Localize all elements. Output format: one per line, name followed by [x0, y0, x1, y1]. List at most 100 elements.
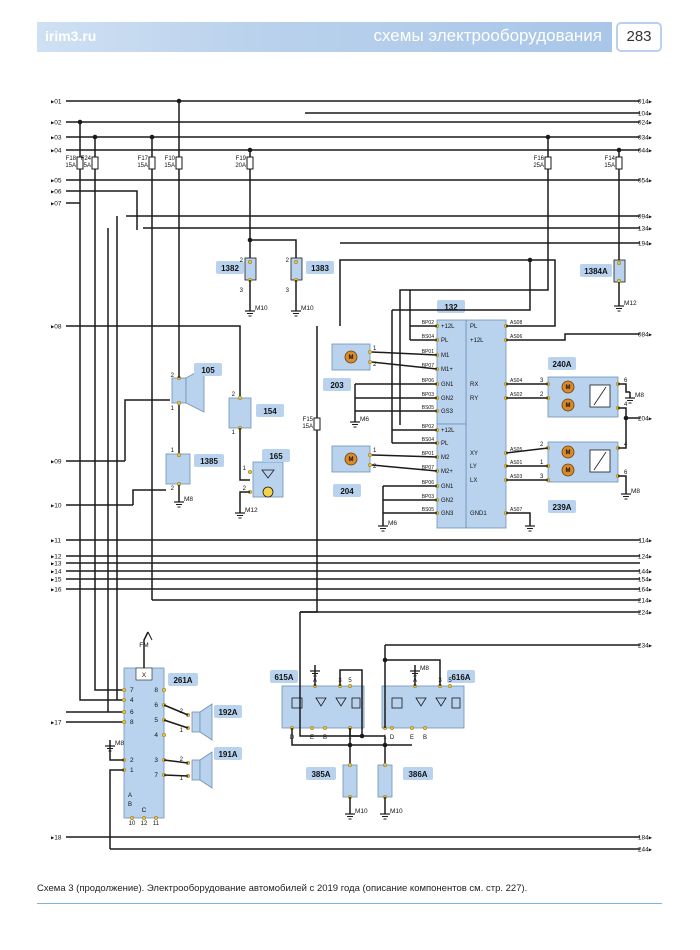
component-label: 165	[269, 452, 283, 461]
wire	[505, 447, 549, 454]
component-label: 1382	[221, 264, 239, 273]
fuse-id: F10	[165, 156, 176, 162]
radio-pin-label: A	[128, 793, 132, 799]
component-tag	[333, 484, 361, 497]
terminal-right-224: 224▸	[638, 610, 653, 617]
junction-dot	[92, 134, 98, 140]
component-label: 203	[330, 381, 344, 390]
wire	[109, 769, 124, 849]
wire	[618, 407, 640, 419]
speaker-cone	[199, 703, 213, 741]
terminal-right-014: 014▸	[638, 99, 653, 106]
pin-number: 3	[540, 378, 544, 384]
connector-pin	[309, 725, 315, 731]
connector-pin	[347, 762, 353, 768]
ecu-pin-code: BS04	[422, 334, 434, 340]
fuse-id: F18	[66, 156, 77, 162]
radio-pin-label: 3	[154, 757, 158, 764]
wire	[399, 137, 549, 425]
ecu-pin-code: BP02	[422, 320, 434, 326]
pin-number: 2	[540, 392, 544, 398]
radio-pin-label: 6	[154, 702, 158, 709]
wire	[371, 464, 438, 472]
pin-number: 2	[240, 258, 244, 264]
junction-dot	[527, 257, 533, 263]
pin-number: 2	[243, 486, 247, 492]
wire	[109, 745, 124, 761]
switch-pin-label: B	[423, 735, 427, 741]
ecu-pin-label: GN1	[441, 382, 454, 388]
led-icon	[435, 697, 447, 707]
pin-number: 4	[624, 402, 628, 408]
pin-number: 1	[232, 430, 236, 436]
terminal-right-114: 114▸	[638, 538, 652, 545]
pin-number: 3	[286, 288, 290, 294]
connector-pin	[153, 815, 159, 821]
component-label: 261A	[173, 676, 192, 685]
connector-pin	[237, 395, 243, 401]
motor-icon	[561, 398, 575, 412]
wire	[163, 719, 189, 729]
ecu-pin-label: LY	[470, 464, 477, 470]
component-label: 239A	[552, 503, 571, 512]
ecu-pin-label: GN2	[441, 396, 454, 402]
ecu-pin-code: BP01	[422, 349, 434, 355]
junction-dot	[176, 98, 182, 104]
wire	[371, 361, 438, 370]
ecu-pin-label: RY	[470, 396, 478, 402]
connector-pin	[121, 697, 127, 703]
component-label: 192A	[218, 708, 237, 717]
switch-615a	[281, 685, 365, 729]
connector-pin	[141, 815, 147, 821]
motor-letter: M	[566, 385, 571, 391]
connector-pin	[347, 683, 353, 689]
wire	[79, 122, 124, 701]
radio-pin-label: 1	[130, 767, 134, 774]
terminal-left-03: ▸03	[51, 135, 62, 142]
switch-pin-label: D	[390, 735, 395, 741]
ecu-pin-code: AS05	[510, 447, 522, 453]
figure-caption: Схема 3 (продолжение). Электрооборудован…	[37, 883, 528, 894]
switch-contact	[391, 697, 403, 709]
wire	[239, 491, 250, 507]
fuse-rating: 15A	[604, 163, 615, 169]
ecu-pin-label: LX	[470, 478, 477, 484]
speaker-192a	[191, 711, 201, 733]
connector-pin	[176, 400, 182, 406]
terminal-left-16: ▸16	[51, 587, 62, 594]
site-name[interactable]: irim3.ru	[45, 28, 97, 44]
header-bar	[37, 22, 612, 52]
ecu-pin-code: BP01	[422, 451, 434, 457]
component-tag	[447, 670, 475, 683]
radio-pin-label: 11	[153, 821, 160, 827]
page-header: irim3.ru схемы электрооборудования 283	[37, 22, 662, 52]
terminal-left-11: ▸11	[51, 538, 61, 545]
switch-pin-label: 5	[448, 678, 452, 684]
ecu-pin-code: BP07	[422, 465, 434, 471]
wire	[392, 260, 531, 311]
motor-icon	[344, 350, 358, 364]
terminal-right-044: 044▸	[638, 148, 653, 155]
pin-number: 2	[373, 464, 377, 470]
ecu-pin-label: M1	[441, 353, 450, 359]
ecu-pin-code: AS06	[510, 334, 522, 340]
component-tag	[306, 767, 336, 780]
radio-pin-label: 5	[154, 717, 158, 724]
ground-label: M8	[635, 392, 644, 399]
connector-pin	[367, 462, 373, 468]
junction-dot	[616, 147, 622, 153]
lamp-icon	[262, 486, 274, 498]
pin-number: 3	[540, 474, 544, 480]
junction-dot	[247, 147, 253, 153]
wire	[66, 325, 241, 408]
wire	[339, 259, 556, 327]
ecu-pin-label: GS3	[441, 409, 454, 415]
fuse-rating: 15A	[65, 163, 76, 169]
wire	[506, 512, 531, 520]
pin-number: X	[142, 672, 147, 679]
component-tag	[323, 378, 351, 391]
fuse-symbol	[246, 156, 254, 170]
pin-number: 1	[540, 460, 544, 466]
connector-pin	[382, 762, 388, 768]
